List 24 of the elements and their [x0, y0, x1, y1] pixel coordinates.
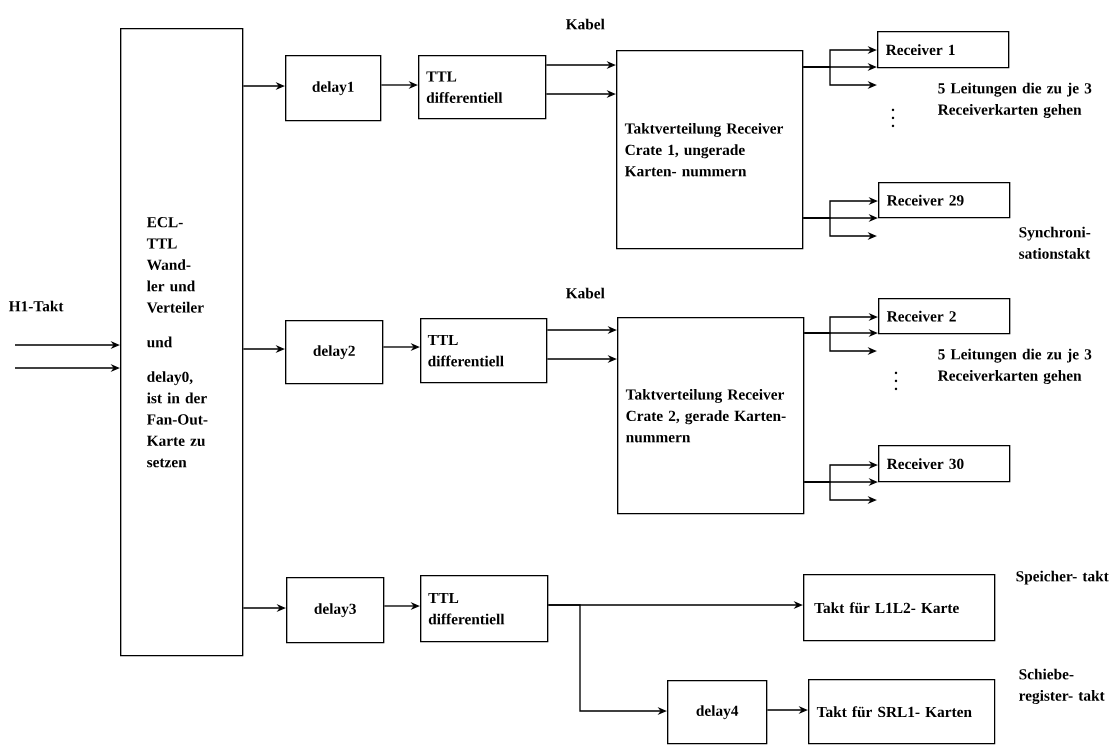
clock-box: Takt für L1L2- Karte — [803, 574, 996, 642]
receiver-box: Receiver 30 — [878, 445, 1011, 483]
converter-box: TTL differentiell — [418, 55, 547, 120]
label-text: Kabel — [565, 287, 605, 299]
label-text: Speicher- takt — [1016, 570, 1109, 585]
delay-box: delay1 — [285, 55, 382, 122]
receiver-box: Receiver 29 — [878, 182, 1011, 219]
receiver-box: Receiver 1 — [877, 31, 1010, 69]
label-text: H1-Takt — [8, 300, 64, 312]
distribution-box: Taktverteilung Receiver Crate 1, ungerade Karten- nummern — [616, 50, 804, 250]
label-text: 5 Leitungen die zu je 3 Receiverkarten gehen — [937, 82, 1092, 118]
label-text: Schiebe- register- takt — [1019, 668, 1105, 704]
delay-box: delay4 — [667, 680, 768, 745]
clock-box: Takt für SRL1- Karten — [808, 679, 996, 745]
converter-box: TTL differentiell — [420, 318, 548, 384]
label-text: Kabel — [565, 18, 605, 30]
delay-box: delay3 — [286, 577, 385, 644]
converter-box: TTL differentiell — [420, 575, 549, 643]
converter-box: ECL- TTL Wand- ler und Verteiler und delay0, ist in der Fan-Out- Karte zu setzen — [120, 28, 244, 657]
label-text: Synchroni- sationstakt — [1019, 226, 1091, 259]
label-text: 5 Leitungen die zu je 3 Receiverkarten gehen — [937, 348, 1092, 384]
receiver-box: Receiver 2 — [878, 298, 1011, 335]
distribution-box: Taktverteilung Receiver Crate 2, gerade Karten- nummern — [617, 317, 805, 515]
delay-box: delay2 — [285, 320, 384, 385]
